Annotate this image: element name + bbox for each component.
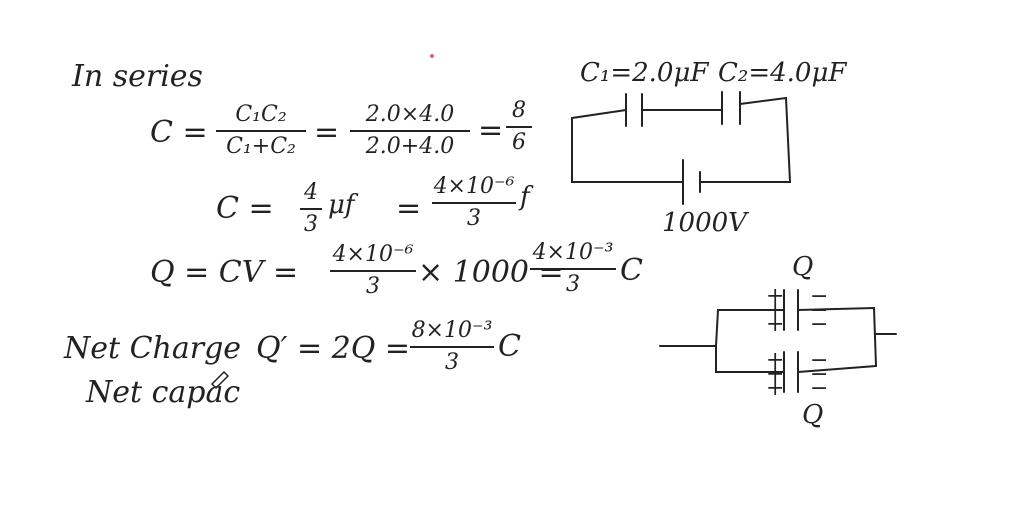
line2-equals: = <box>396 191 422 226</box>
line1-equals-2: = <box>478 113 504 148</box>
line1-lhs: C = <box>150 115 208 150</box>
plus-mark: + <box>766 312 785 337</box>
line2-f2-denominator: 3 <box>467 206 481 231</box>
parallel-wire-bottom <box>797 365 877 373</box>
line2-f2-numerator: 4×10⁻⁶ <box>433 174 515 199</box>
line2-fraction-2: 4×10⁻⁶ 3 <box>432 176 516 230</box>
line4-fraction: 8×10⁻³ 3 <box>410 320 494 374</box>
line4-expr: Q′ = 2Q = <box>256 331 410 366</box>
fraction-bar <box>506 126 532 128</box>
parallel-wire-bottom <box>715 345 785 373</box>
pen-cursor-icon <box>210 370 230 390</box>
parallel-wire-top <box>797 306 877 367</box>
parallel-bottom-charge-label: Q <box>802 400 824 430</box>
pen-dot <box>430 54 434 58</box>
line2-f1-denominator: 3 <box>304 212 318 237</box>
line1-f1-denominator: C₁+C₂ <box>226 134 296 159</box>
heading-in-series: In series <box>72 59 203 94</box>
c1-label: C₁=2.0μF <box>580 58 709 88</box>
line3-f2-numerator: 4×10⁻³ <box>532 240 614 265</box>
minus-mark: − <box>810 298 829 323</box>
line2-unit-2: f <box>520 182 530 212</box>
line3-times: × 1000 = <box>418 255 564 290</box>
parallel-wire-top <box>715 309 785 347</box>
line3-f1-denominator: 3 <box>366 274 380 299</box>
fraction-bar <box>300 208 322 210</box>
line2-fraction-1: 4 3 <box>300 182 322 236</box>
parallel-top-charge-label: Q <box>792 252 814 282</box>
line2-lhs: C = <box>216 191 274 226</box>
line1-f3-denominator: 6 <box>512 130 526 155</box>
line1-f2-numerator: 2.0×4.0 <box>365 102 455 127</box>
series-wire <box>699 96 792 183</box>
minus-mark: − <box>810 362 829 387</box>
parallel-circuit <box>659 289 897 393</box>
plus-mark: + <box>766 284 785 309</box>
line1-f3-numerator: 8 <box>512 98 526 123</box>
line1-fraction-values: 2.0×4.0 2.0+4.0 <box>350 104 470 158</box>
series-circuit <box>571 91 792 205</box>
line4-label: Net Charge <box>64 331 242 366</box>
minus-mark: − <box>810 284 829 309</box>
line3-lhs: Q = CV = <box>150 255 299 290</box>
line3-fraction-2: 4×10⁻³ 3 <box>530 242 616 296</box>
fraction-bar <box>330 270 416 272</box>
line1-equals-1: = <box>314 115 340 150</box>
fraction-bar <box>350 130 470 132</box>
plus-mark: + <box>766 362 785 387</box>
line4-unit: C <box>498 329 521 364</box>
plus-mark: + <box>766 376 785 401</box>
line1-fraction-result: 8 6 <box>506 100 532 154</box>
minus-mark: − <box>810 312 829 337</box>
battery-label: 1000V <box>662 208 747 238</box>
minus-mark: − <box>810 376 829 401</box>
fraction-bar <box>530 268 616 270</box>
fraction-bar <box>410 346 494 348</box>
line3-f1-numerator: 4×10⁻⁶ <box>332 242 414 267</box>
fraction-bar <box>216 130 306 132</box>
series-wire <box>571 109 684 183</box>
minus-mark: − <box>810 348 829 373</box>
line3-unit: C <box>620 253 643 288</box>
line3-f2-denominator: 3 <box>566 272 580 297</box>
plus-mark: + <box>766 348 785 373</box>
line4-numerator: 8×10⁻³ <box>411 318 493 343</box>
c2-label: C₂=4.0μF <box>718 58 847 88</box>
line4-denominator: 3 <box>445 350 459 375</box>
line3-fraction-1: 4×10⁻⁶ 3 <box>330 244 416 298</box>
line1-f2-denominator: 2.0+4.0 <box>365 134 455 159</box>
line2-f1-numerator: 4 <box>304 180 318 205</box>
line2-unit-1: μf <box>328 190 355 220</box>
line1-fraction-formula: C₁C₂ C₁+C₂ <box>216 104 306 158</box>
line1-f1-numerator: C₁C₂ <box>235 102 287 127</box>
fraction-bar <box>432 202 516 204</box>
